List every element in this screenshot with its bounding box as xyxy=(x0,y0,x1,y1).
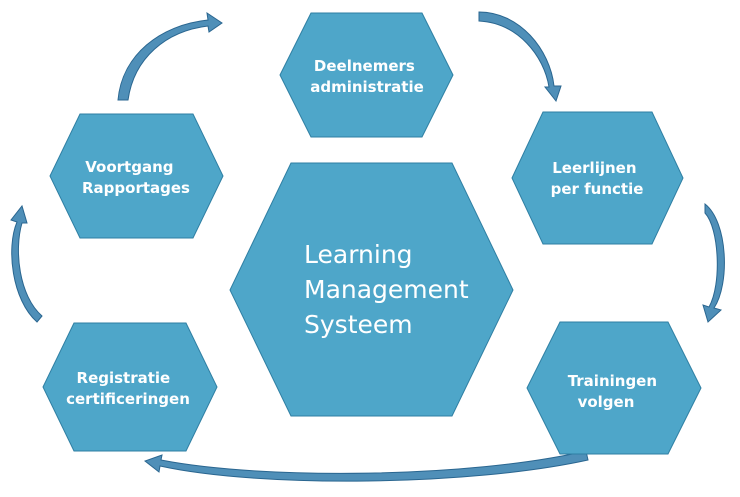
label-deelnemers-line-2: administratie xyxy=(310,78,424,96)
cycle-arrow-trainingen-to-registratie xyxy=(143,450,589,482)
label-leerlijnen-line-2: per functie xyxy=(551,180,644,198)
hexagon-center xyxy=(229,162,514,417)
hexagon-voortgang xyxy=(49,113,224,239)
hexagon-registratie xyxy=(42,322,218,452)
center-title-line-3: Systeem xyxy=(304,310,413,339)
label-trainingen: Trainingen volgen xyxy=(568,372,663,411)
hexagon-deelnemers xyxy=(279,12,454,138)
cycle-arrows xyxy=(10,11,725,482)
label-leerlijnen: Leerlijnen per functie xyxy=(551,159,644,198)
cycle-arrow-deelnemers-to-leerlijnen xyxy=(478,11,562,103)
hexagon-layer xyxy=(42,12,702,455)
label-deelnemers-line-1: Deelnemers xyxy=(314,57,415,75)
label-voortgang-line-2: Rapportages xyxy=(82,179,190,197)
center-title-line-2: Management xyxy=(304,275,469,304)
label-trainingen-line-1: Trainingen xyxy=(568,372,657,390)
label-registratie: Registratie certificeringen xyxy=(66,369,190,408)
center-title-line-1: Learning xyxy=(304,240,413,269)
label-trainingen-line-2: volgen xyxy=(578,393,635,411)
label-deelnemers: Deelnemers administratie xyxy=(310,57,424,96)
cycle-arrow-leerlijnen-to-trainingen xyxy=(702,202,725,323)
label-leerlijnen-line-1: Leerlijnen xyxy=(552,159,636,177)
label-voortgang: Voortgang Rapportages xyxy=(82,158,190,197)
label-voortgang-line-1: Voortgang xyxy=(85,158,173,176)
label-registratie-line-2: certificeringen xyxy=(66,390,190,408)
hexagon-trainingen xyxy=(526,321,702,455)
labels: Learning Management Systeem Deelnemers a… xyxy=(66,57,663,411)
cycle-arrow-voortgang-to-deelnemers xyxy=(117,11,223,101)
hexagon-leerlijnen xyxy=(511,111,684,245)
cycle-arrow-registratie-to-voortgang xyxy=(10,204,43,323)
center-title: Learning Management Systeem xyxy=(304,240,477,339)
label-registratie-line-1: Registratie xyxy=(77,369,171,387)
